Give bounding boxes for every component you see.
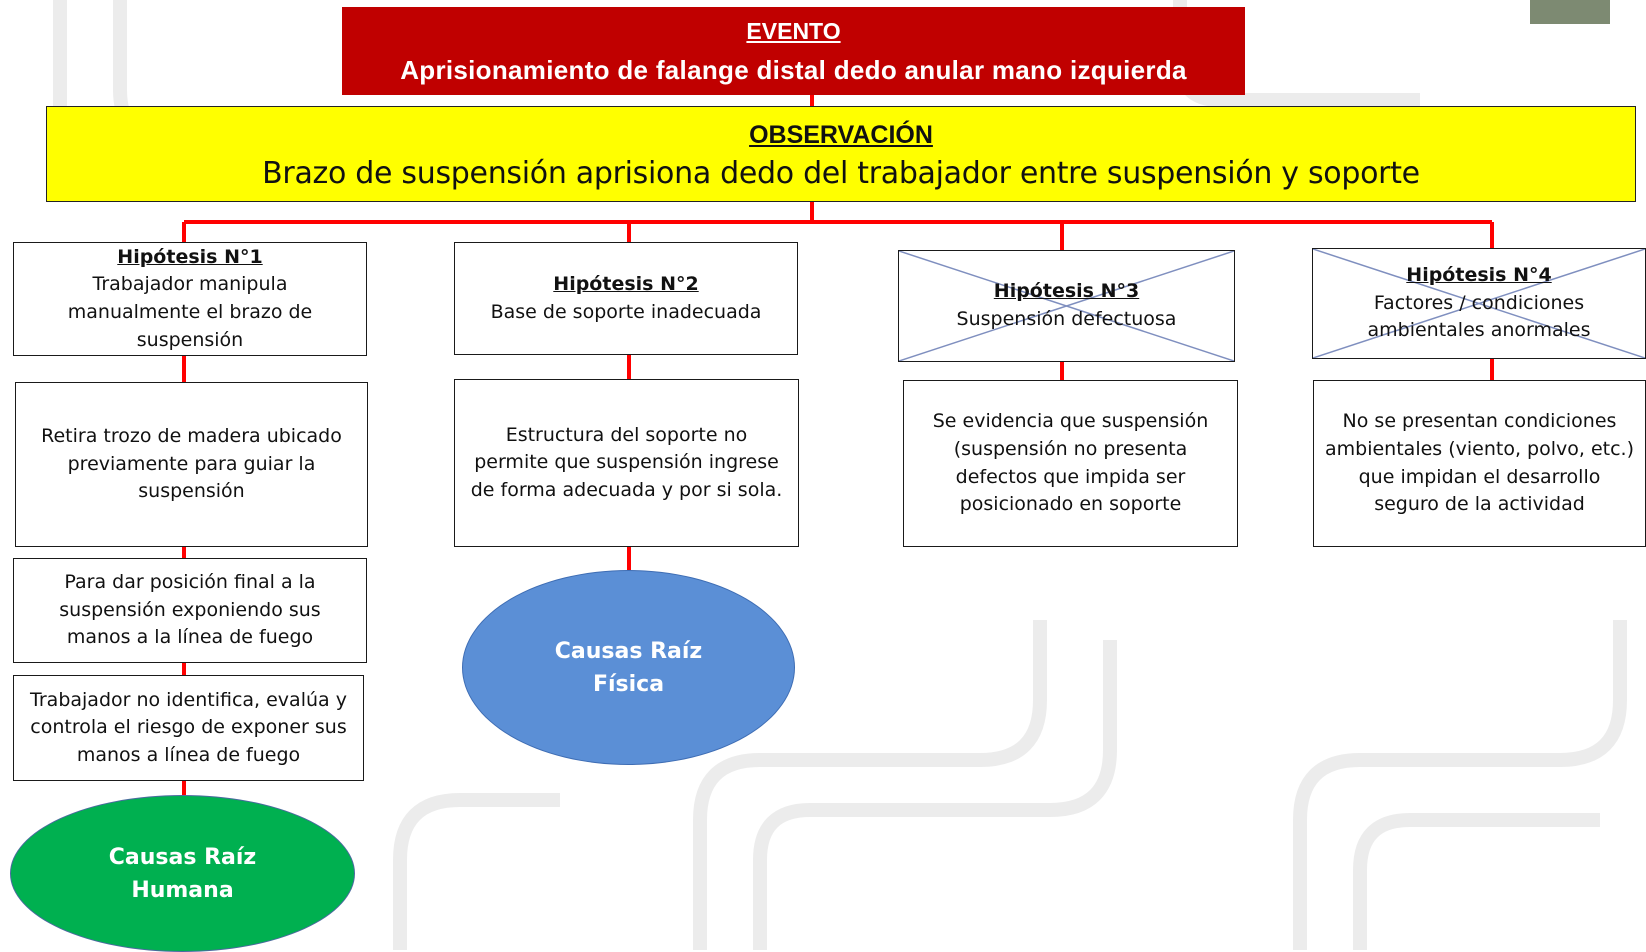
- hypothesis-3-box: Hipótesis N°3 Suspensión defectuosa: [898, 250, 1235, 362]
- root-cause-physical-line1: Causas Raíz: [554, 638, 703, 664]
- hypothesis-1-title: Hipótesis N°1: [117, 245, 263, 268]
- hypothesis-1-box: Hipótesis N°1 Trabajador manipula manual…: [13, 242, 367, 356]
- root-cause-physical-ellipse: Causas Raíz Física: [462, 570, 795, 765]
- observation-title: OBSERVACIÓN: [749, 121, 933, 149]
- logo-thumbnail: [1530, 0, 1610, 24]
- hypothesis-4-text: Factores / condiciones ambientales anorm…: [1367, 291, 1591, 342]
- h2-cause-1-text: Estructura del soporte no permite que su…: [470, 423, 783, 501]
- root-cause-human-ellipse: Causas Raíz Humana: [10, 795, 355, 952]
- root-cause-physical-line2: Física: [592, 671, 665, 697]
- h1-cause-3-text: Trabajador no identifica, evalúa y contr…: [30, 688, 347, 766]
- hypothesis-4-title: Hipótesis N°4: [1406, 264, 1552, 287]
- hypothesis-2-title: Hipótesis N°2: [553, 272, 699, 295]
- h1-cause-1-box: Retira trozo de madera ubicado previamen…: [15, 382, 368, 547]
- hypothesis-3-title: Hipótesis N°3: [993, 280, 1140, 303]
- h3-cause-1-text: Se evidencia que suspensión (suspensión …: [932, 410, 1209, 516]
- h2-cause-1-box: Estructura del soporte no permite que su…: [454, 379, 799, 547]
- root-cause-human-line1: Causas Raíz: [108, 844, 257, 870]
- h1-cause-3-box: Trabajador no identifica, evalúa y contr…: [13, 675, 364, 781]
- hypothesis-1-text: Trabajador manipula manualmente el brazo…: [67, 273, 313, 351]
- event-title: EVENTO: [746, 18, 841, 44]
- hypothesis-3-text: Suspensión defectuosa: [956, 308, 1177, 330]
- h4-cause-1-box: No se presentan condiciones ambientales …: [1313, 380, 1646, 547]
- event-box: EVENTO Aprisionamiento de falange distal…: [342, 7, 1245, 95]
- h3-cause-1-box: Se evidencia que suspensión (suspensión …: [903, 380, 1238, 547]
- hypothesis-4-box: Hipótesis N°4 Factores / condiciones amb…: [1312, 248, 1646, 359]
- h1-cause-2-text: Para dar posición final a la suspensión …: [59, 571, 321, 649]
- h1-cause-1-text: Retira trozo de madera ubicado previamen…: [41, 425, 342, 503]
- h4-cause-1-text: No se presentan condiciones ambientales …: [1325, 410, 1634, 516]
- hypothesis-2-text: Base de soporte inadecuada: [490, 300, 762, 323]
- event-description: Aprisionamiento de falange distal dedo a…: [400, 55, 1187, 85]
- discarded-cross-icon: [1313, 249, 1645, 358]
- discarded-cross-icon: [899, 251, 1234, 361]
- h1-cause-2-box: Para dar posición final a la suspensión …: [13, 558, 367, 663]
- hypothesis-2-box: Hipótesis N°2 Base de soporte inadecuada: [454, 242, 798, 355]
- root-cause-human-line2: Humana: [131, 877, 234, 903]
- observation-box: OBSERVACIÓN Brazo de suspensión aprision…: [46, 106, 1636, 202]
- observation-description: Brazo de suspensión aprisiona dedo del t…: [262, 156, 1420, 191]
